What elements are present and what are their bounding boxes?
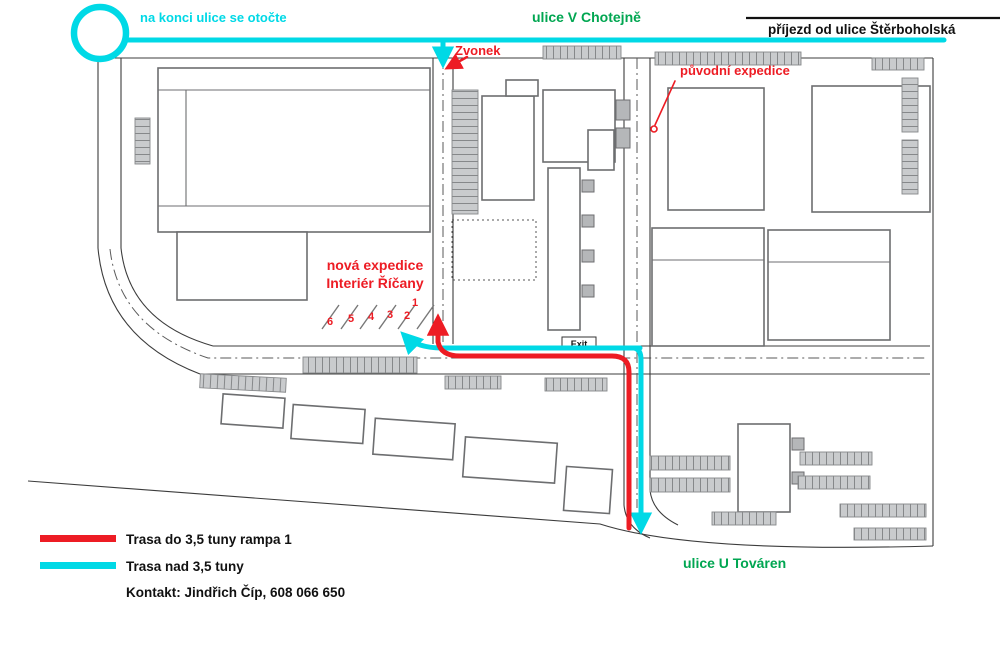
- building: [767, 229, 891, 341]
- contact-label: Kontakt: Jindřich Číp, 608 066 650: [126, 585, 345, 600]
- legend-label-heavy-route: Trasa nad 3,5 tuny: [126, 559, 244, 574]
- arrival-label: příjezd od ulice Štěrboholská: [768, 22, 956, 37]
- new-dispatch-label-line2: Interiér Říčany: [326, 274, 423, 291]
- parking-strip: [451, 89, 479, 215]
- parking-strip: [901, 77, 919, 133]
- legend-swatch-heavy-route: [40, 562, 116, 569]
- parking-layer: [134, 45, 927, 541]
- building: [290, 403, 366, 445]
- dotted-yard-outline: [451, 219, 537, 281]
- building: [581, 284, 595, 298]
- buildings-layer: [157, 67, 931, 515]
- ramp-number: 1: [412, 297, 418, 309]
- ramp-number: 3: [387, 309, 393, 321]
- legend-swatch-light-route: [40, 535, 116, 542]
- building: [176, 231, 308, 301]
- old-dispatch-marker: [650, 125, 658, 133]
- route-light-to-ramp1: [426, 313, 632, 531]
- building: [581, 179, 595, 193]
- ramp-line: [397, 304, 416, 330]
- building: [667, 87, 765, 211]
- ramp-line: [340, 304, 359, 330]
- ramp-number: 5: [348, 313, 354, 325]
- parking-strip: [654, 51, 802, 66]
- legend: Trasa do 3,5 tuny rampa 1 Trasa nad 3,5 …: [40, 532, 345, 600]
- parking-strip: [542, 45, 622, 60]
- street-top-label: ulice V Chotejně: [532, 9, 641, 25]
- building: [615, 99, 631, 121]
- building: [615, 127, 631, 149]
- bell-pointer-arrow: [444, 53, 469, 70]
- building: [581, 214, 595, 228]
- ramp-line: [321, 304, 340, 330]
- turnaround-loop: [70, 3, 130, 63]
- parking-strip: [901, 139, 919, 195]
- street-bottom-label: ulice U Továren: [683, 555, 786, 571]
- building: [562, 465, 614, 515]
- mid-road-centerline: [109, 248, 925, 359]
- parking-strip: [649, 477, 731, 493]
- ramp-number: 2: [404, 310, 410, 322]
- building: [157, 67, 431, 233]
- new-dispatch-label-line1: nová expedice: [327, 257, 424, 273]
- legend-label-light-route: Trasa do 3,5 tuny rampa 1: [126, 532, 292, 547]
- parking-strip: [711, 511, 777, 526]
- turnaround-note-label: na konci ulice se otočte: [140, 10, 287, 25]
- parking-strip: [871, 57, 925, 71]
- parking-strip: [649, 455, 731, 471]
- left-road-inner-edge: [120, 58, 214, 347]
- old-dispatch-pointer: [654, 80, 676, 126]
- building: [220, 393, 286, 429]
- ramp-number: 6: [327, 316, 333, 328]
- building: [791, 437, 805, 451]
- parking-strip: [199, 373, 287, 393]
- building: [581, 249, 595, 263]
- parking-strip: [302, 356, 418, 374]
- labels-layer: na konci ulice se otočte ulice V Chotejn…: [140, 9, 1000, 571]
- building: [651, 227, 765, 347]
- building: [737, 423, 791, 513]
- parking-strip: [544, 377, 608, 392]
- building: [371, 417, 457, 461]
- building: [481, 95, 535, 201]
- bell-label: Zvonek: [455, 43, 501, 58]
- parking-strip: [799, 451, 873, 466]
- ramp-line: [378, 304, 397, 330]
- ramps-layer: [321, 304, 435, 330]
- parking-strip: [853, 527, 927, 541]
- building: [587, 129, 615, 171]
- ramp-line: [416, 304, 435, 330]
- building: [461, 435, 559, 485]
- ramp-number: 4: [368, 311, 375, 323]
- old-dispatch-label: původní expedice: [680, 63, 790, 78]
- building-inner-lines: [158, 89, 430, 207]
- ramp-line: [359, 304, 378, 330]
- site-left-edge: [97, 58, 201, 375]
- parking-strip: [444, 375, 502, 390]
- exit-label: Exit: [571, 339, 588, 349]
- routes-layer: [70, 3, 947, 535]
- building: [547, 167, 581, 331]
- parking-strip: [797, 475, 871, 490]
- bottom-street-edge: [27, 480, 934, 548]
- route-heavy-to-bottom: [629, 345, 653, 535]
- parking-strip: [134, 117, 151, 165]
- building: [505, 79, 539, 97]
- parking-strip: [839, 503, 927, 518]
